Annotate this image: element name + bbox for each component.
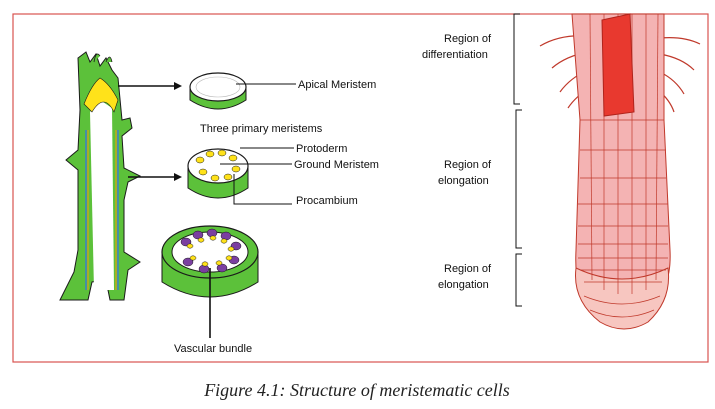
primary-meristem-cylinder [187,148,249,199]
bracket-differentiation [513,13,520,105]
arrow-to-primary [128,173,182,181]
label-lower-line2: elongation [438,279,489,291]
label-protoderm: Protoderm [296,143,347,155]
root-tip-illustration [539,13,701,330]
bracket-lower [515,253,522,307]
label-differentiation-line2: differentiation [422,49,488,61]
procambium-leader [233,174,292,205]
label-lower-line1: Region of [444,263,492,275]
label-ground-meristem: Ground Meristem [294,159,379,171]
label-elongation-line2: elongation [438,175,489,187]
label-apical-meristem: Apical Meristem [298,79,376,91]
arrow-to-apical [118,82,182,90]
label-procambium: Procambium [296,195,358,207]
label-differentiation-line1: Region of [444,33,492,45]
bracket-elongation [515,109,522,249]
label-vascular-bundle: Vascular bundle [174,343,252,355]
shoot-tip-illustration [59,51,142,301]
label-three-primary-meristems: Three primary meristems [200,123,323,135]
label-elongation-line1: Region of [444,159,492,171]
apical-meristem-cylinder [189,72,247,110]
figure-caption: Figure 4.1: Structure of meristematic ce… [203,380,510,400]
